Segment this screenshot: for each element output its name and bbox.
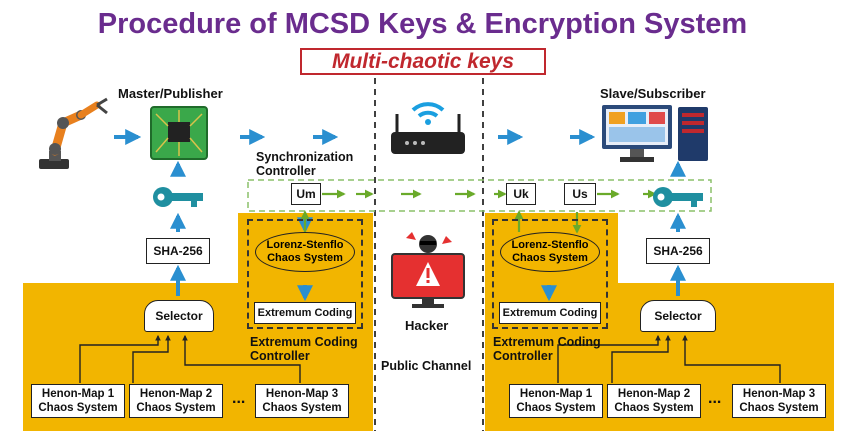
circuit-board-icon — [150, 106, 208, 160]
um-box: Um — [291, 183, 321, 205]
master-lorenz-label: Lorenz-Stenflo Chaos System — [266, 239, 344, 264]
slave-extremum-group — [492, 219, 608, 329]
us-box: Us — [564, 183, 596, 205]
slave-extremum-ctrl-label: Extremum Coding Controller — [493, 335, 601, 363]
public-channel-label: Public Channel — [381, 359, 472, 373]
slave-ellipsis: ... — [708, 390, 722, 407]
slave-henon-1: Henon-Map 1 Chaos System — [509, 384, 603, 418]
master-henon-1: Henon-Map 1 Chaos System — [31, 384, 125, 418]
hacker-icon — [391, 232, 465, 308]
wifi-router-icon — [391, 102, 465, 154]
master-lorenz-ellipse: Lorenz-Stenflo Chaos System — [255, 232, 355, 272]
master-henon-2: Henon-Map 2 Chaos System — [129, 384, 223, 418]
page-title: Procedure of MCSD Keys & Encryption Syst… — [97, 8, 748, 40]
hacker-label: Hacker — [405, 318, 449, 333]
slave-lorenz-ellipse: Lorenz-Stenflo Chaos System — [500, 232, 600, 272]
slave-lorenz-label: Lorenz-Stenflo Chaos System — [511, 239, 589, 264]
master-sha-box: SHA-256 — [146, 238, 210, 264]
slave-extremum-box: Extremum Coding — [499, 302, 601, 324]
slave-sha-box: SHA-256 — [646, 238, 710, 264]
robot-arm-icon — [39, 97, 108, 169]
slave-henon-2: Henon-Map 2 Chaos System — [607, 384, 701, 418]
master-extremum-group — [247, 219, 363, 329]
slave-henon-3: Henon-Map 3 Chaos System — [732, 384, 826, 418]
uk-box: Uk — [506, 183, 536, 205]
key-icon — [653, 187, 703, 207]
master-extremum-ctrl-label: Extremum Coding Controller — [250, 335, 358, 363]
key-icon — [153, 187, 203, 207]
master-label: Master/Publisher — [118, 86, 223, 101]
master-ellipsis: ... — [232, 390, 246, 407]
master-extremum-box: Extremum Coding — [254, 302, 356, 324]
slave-selector-box: Selector — [640, 300, 716, 332]
master-henon-3: Henon-Map 3 Chaos System — [255, 384, 349, 418]
computer-icon — [602, 105, 708, 162]
slave-label: Slave/Subscriber — [600, 86, 706, 101]
subtitle-badge: Multi-chaotic keys — [300, 48, 546, 75]
sync-controller-label: Synchronization Controller — [256, 150, 354, 178]
master-selector-box: Selector — [144, 300, 214, 332]
